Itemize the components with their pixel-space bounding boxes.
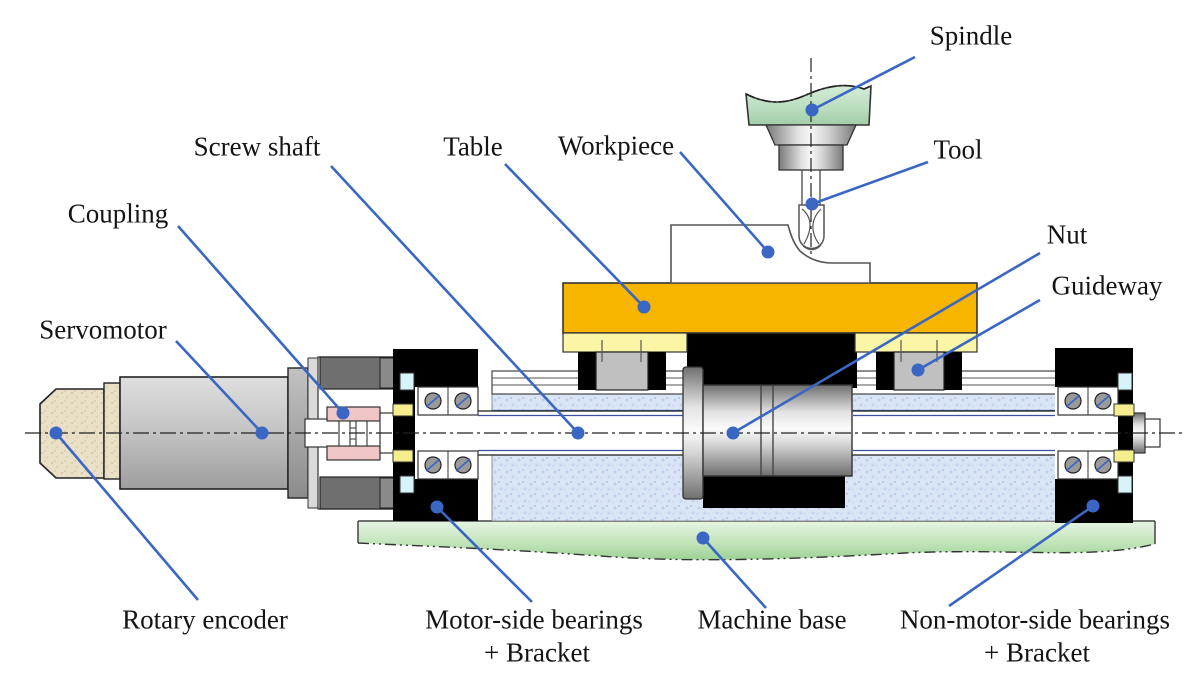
machine-base-drawing (357, 520, 1156, 561)
table-shape (562, 282, 978, 334)
leader-motor-side-bearings (430, 500, 533, 603)
leader-rotary-encoder (49, 426, 199, 601)
leader-tool (805, 160, 929, 211)
leader-workpiece (679, 151, 775, 259)
label-guideway: Guideway (1051, 270, 1163, 301)
centerline (25, 58, 1185, 434)
leader-screw-shaft (330, 165, 585, 440)
motor-side-bracket-drawing (379, 349, 479, 521)
label-motor-side-bearings: Motor-side bearings (425, 604, 643, 635)
non-motor-side-bearings-shape (1057, 386, 1119, 480)
label-coupling: Coupling (67, 198, 169, 229)
leader-machine-base (696, 531, 767, 609)
label-non-motor-side-bracket: + Bracket (984, 637, 1090, 668)
label-rotary-encoder: Rotary encoder (122, 604, 288, 635)
leader-guideway (911, 298, 1041, 377)
leader-table (504, 163, 651, 314)
leader-lines (49, 55, 1100, 609)
leader-non-motor-side-bearings (948, 499, 1100, 608)
guideway-block-left-shape (578, 351, 666, 391)
nut-assembly-drawing (682, 333, 857, 508)
label-servomotor: Servomotor (39, 314, 167, 345)
label-table: Table (443, 131, 503, 162)
leader-coupling (177, 225, 350, 420)
spindle-drawing (745, 84, 872, 171)
leader-spindle (805, 55, 916, 117)
label-nut: Nut (1046, 219, 1088, 250)
motor-side-bearings-shape (417, 386, 479, 480)
label-spindle: Spindle (929, 20, 1013, 51)
label-non-motor-side-bearings: Non-motor-side bearings (899, 604, 1171, 635)
table-assembly-drawing (562, 282, 978, 391)
non-motor-side-bracket-drawing (1055, 348, 1135, 523)
leader-nut (726, 251, 1041, 440)
leader-servomotor (175, 340, 269, 440)
label-screw-shaft: Screw shaft (193, 131, 321, 162)
label-tool: Tool (933, 134, 983, 165)
label-machine-base: Machine base (697, 604, 847, 635)
label-workpiece: Workpiece (557, 130, 675, 161)
label-motor-side-bracket: + Bracket (484, 637, 590, 668)
